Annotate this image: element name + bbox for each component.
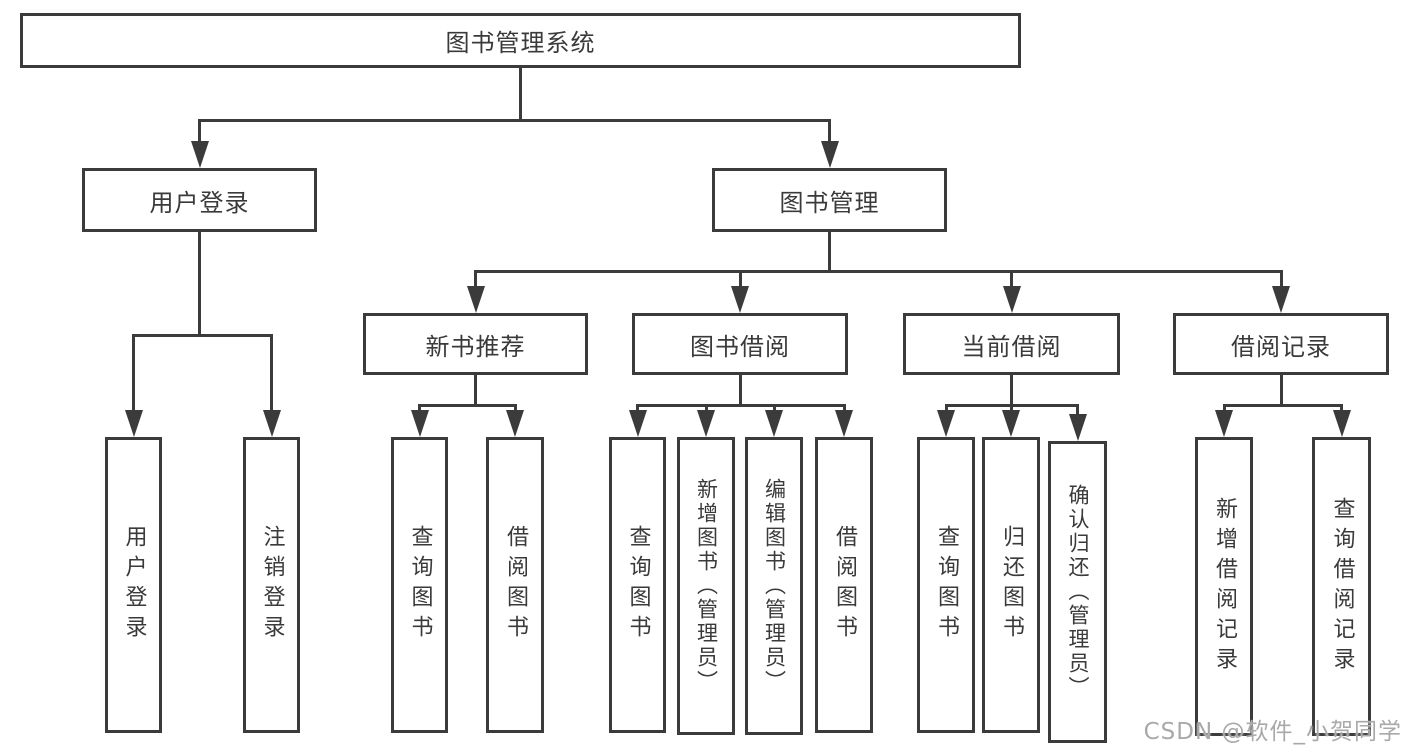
leaf-br-add-borrow-record: 新增借阅记录 [1195, 437, 1253, 736]
node-book-borrow: 图书借阅 [632, 313, 848, 375]
connector-line [1340, 404, 1343, 414]
arrowhead-down-icon [1002, 286, 1021, 313]
arrowhead-down-icon [937, 410, 955, 437]
connector-line [772, 404, 776, 414]
node-current-borrow: 当前借阅 [903, 313, 1120, 375]
connector-line [132, 334, 273, 337]
arrowhead-down-icon [1272, 286, 1290, 313]
node-label: 图书管理 [779, 188, 880, 217]
leaf-label: 注销登录 [259, 525, 285, 645]
connector-line [1010, 375, 1013, 407]
csdn-watermark: CSDN @软件_小贺同学 [1143, 719, 1402, 745]
node-label: 用户登录 [149, 188, 250, 217]
leaf-label: 查询借阅记录 [1329, 496, 1355, 677]
arrowhead-down-icon [466, 286, 485, 313]
connector-line [513, 404, 517, 414]
leaf-cb-query-books: 查询图书 [917, 437, 975, 733]
arrowhead-down-icon [124, 410, 143, 437]
arrowhead-down-icon [1215, 410, 1233, 437]
arrowhead-down-icon [731, 286, 749, 313]
connector-line [1076, 404, 1079, 417]
connector-line [198, 232, 201, 336]
connector-line [636, 404, 639, 414]
leaf-bb-borrow-books: 借阅图书 [815, 437, 873, 733]
leaf-bb-edit-books-admin: 编辑图书（管理员） [745, 437, 803, 735]
leaf-user-login: 用户登录 [105, 437, 162, 733]
connector-line [1279, 270, 1283, 290]
leaf-label: 归还图书 [999, 525, 1024, 645]
connector-line [1009, 404, 1013, 414]
leaf-label: 借阅图书 [832, 525, 857, 645]
connector-line [418, 404, 517, 407]
node-new-book-recommend: 新书推荐 [363, 313, 588, 375]
leaf-cb-confirm-return-admin: 确认归还（管理员） [1048, 441, 1107, 743]
connector-line [828, 232, 831, 273]
arrowhead-down-icon [697, 410, 715, 437]
leaf-cb-return-books: 归还图书 [982, 437, 1040, 733]
leaf-nb-borrow-books: 借阅图书 [486, 437, 544, 733]
connector-line [1279, 375, 1283, 407]
arrowhead-down-icon [1332, 410, 1351, 437]
node-label: 当前借阅 [961, 332, 1062, 361]
connector-line [944, 404, 948, 414]
leaf-label: 借阅图书 [503, 525, 528, 645]
connector-line [738, 375, 742, 407]
arrowhead-down-icon [835, 410, 853, 437]
node-label: 新书推荐 [425, 332, 526, 361]
connector-line [704, 404, 708, 414]
connector-line [828, 119, 831, 146]
leaf-nb-query-books: 查询图书 [391, 437, 448, 733]
node-label: 图书借阅 [690, 332, 790, 361]
arrowhead-down-icon [765, 410, 783, 437]
leaf-label: 编辑图书（管理员） [762, 478, 787, 694]
leaf-br-query-borrow-record: 查询借阅记录 [1312, 437, 1371, 736]
connector-line [944, 404, 1079, 407]
arrowhead-down-icon [506, 410, 524, 437]
leaf-logout: 注销登录 [243, 437, 300, 733]
arrowhead-down-icon [262, 410, 281, 437]
connector-line [1222, 404, 1343, 407]
arrowhead-down-icon [820, 141, 839, 168]
arrowhead-down-icon [1068, 414, 1087, 441]
leaf-label: 查询图书 [407, 525, 433, 645]
leaf-label: 新增借阅记录 [1212, 496, 1237, 677]
leaf-label: 查询图书 [625, 525, 651, 645]
node-label: 图书管理系统 [445, 29, 596, 57]
connector-line [474, 270, 1283, 273]
arrowhead-down-icon [410, 410, 429, 437]
connector-line [198, 119, 831, 122]
leaf-label: 确认归还（管理员） [1066, 484, 1090, 700]
arrowhead-down-icon [628, 410, 647, 437]
leaf-label: 新增图书（管理员） [694, 478, 719, 694]
leaf-bb-add-books-admin: 新增图书（管理员） [677, 437, 735, 735]
arrowhead-down-icon [1002, 410, 1020, 437]
connector-line [842, 404, 846, 414]
node-book-management-system: 图书管理系统 [20, 13, 1021, 68]
arrowhead-down-icon [190, 141, 209, 168]
connector-line [738, 270, 742, 290]
connector-line [1010, 270, 1013, 290]
node-borrow-records: 借阅记录 [1173, 313, 1389, 375]
connector-line [270, 334, 273, 412]
node-label: 借阅记录 [1231, 332, 1331, 361]
leaf-label: 用户登录 [121, 525, 147, 645]
connector-line [1222, 404, 1226, 414]
leaf-label: 查询图书 [934, 525, 959, 645]
leaf-bb-query-books: 查询图书 [609, 437, 666, 733]
connector-line [418, 404, 421, 414]
node-book-management: 图书管理 [712, 168, 947, 232]
connector-line [636, 404, 846, 407]
node-user-login: 用户登录 [82, 168, 317, 232]
connector-line [474, 375, 477, 407]
connector-line [474, 270, 477, 290]
connector-line [518, 68, 522, 122]
connector-line [132, 334, 135, 412]
connector-line [198, 119, 201, 146]
